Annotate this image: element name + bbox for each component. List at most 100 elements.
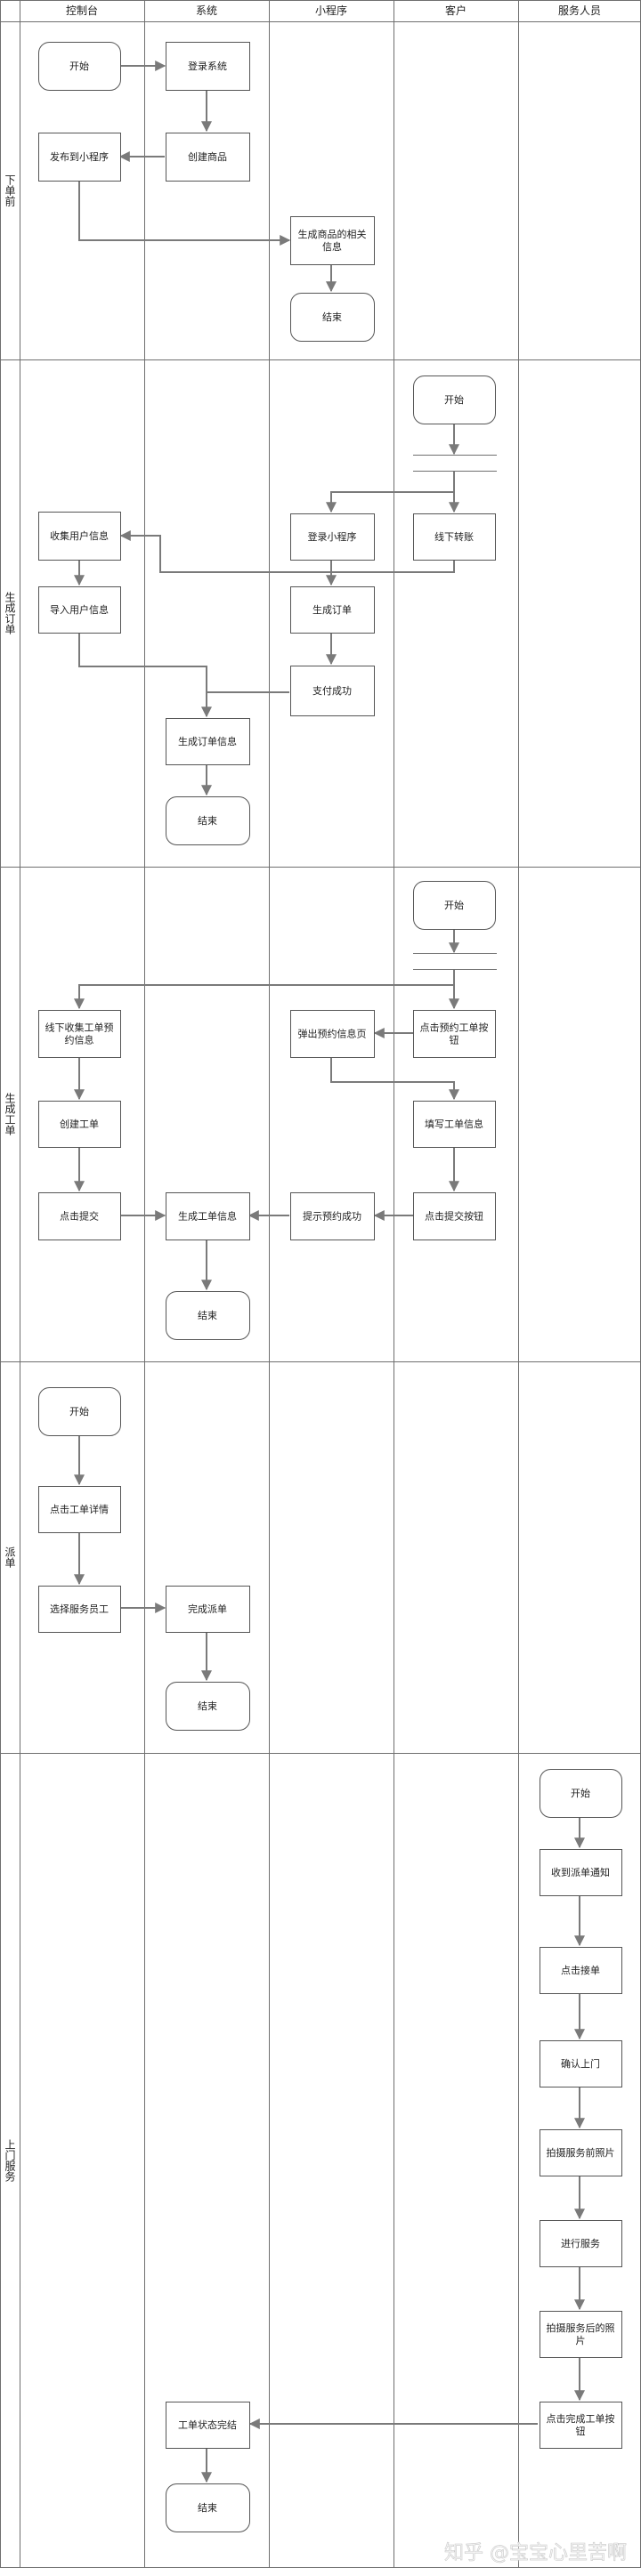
node-p1-import: 导入用户信息 bbox=[38, 586, 121, 634]
node-p4-service: 进行服务 bbox=[540, 2220, 622, 2267]
edge-p0-publish-gen bbox=[78, 181, 291, 246]
node-label: 开始 bbox=[444, 899, 464, 911]
node-box bbox=[290, 1192, 375, 1240]
node-box bbox=[166, 1682, 250, 1731]
node-box bbox=[38, 42, 121, 91]
node-p2-create: 创建工单 bbox=[38, 1101, 121, 1148]
node-label: 收集用户信息 bbox=[50, 529, 109, 542]
node-p2-tip: 提示预约成功 bbox=[290, 1192, 375, 1240]
node-p1-start: 开始 bbox=[413, 375, 496, 424]
node-label: 开始 bbox=[69, 60, 89, 72]
node-p0-start: 开始 bbox=[38, 42, 121, 91]
node-box bbox=[38, 133, 121, 182]
node-p1-offline: 线下转账 bbox=[413, 513, 496, 561]
lane-label-dispatch: 派单 bbox=[4, 1546, 16, 1569]
node-p2-end: 结束 bbox=[166, 1291, 250, 1340]
node-p4-photo1: 拍摄服务前照片 bbox=[540, 2129, 622, 2176]
column-header-miniprogram: 小程序 bbox=[315, 4, 347, 17]
node-box bbox=[166, 133, 250, 182]
lane-label-on-site-service: 上门服务 bbox=[4, 2139, 16, 2182]
node-p4-confirm: 确认上门 bbox=[540, 2040, 622, 2087]
column-header-console: 控制台 bbox=[66, 4, 98, 17]
node-label: 生成订单信息 bbox=[178, 735, 237, 747]
node-box bbox=[38, 1192, 121, 1240]
node-label: 生成订单 bbox=[312, 603, 352, 616]
node-label: 结束 bbox=[198, 1310, 217, 1321]
node-label: 拍摄服务前照片 bbox=[547, 2146, 615, 2159]
node-label: 选择服务员工 bbox=[50, 1603, 109, 1615]
lane-label-generate-order: 生成订单 bbox=[4, 592, 16, 635]
node-label: 开始 bbox=[69, 1405, 89, 1417]
watermark-text: 知乎 @宝宝心里苦啊 bbox=[444, 2542, 627, 2564]
node-label: 拍摄服务后的照片 bbox=[547, 2322, 615, 2346]
node-box bbox=[540, 2040, 622, 2087]
node-p3-done: 完成派单 bbox=[166, 1586, 250, 1633]
node-p0-publish: 发布到小程序 bbox=[38, 133, 121, 182]
node-p1-genorder: 生成订单 bbox=[290, 586, 375, 634]
node-p2-clicksubmit: 点击提交按钮 bbox=[413, 1192, 496, 1240]
node-box bbox=[290, 666, 375, 716]
node-label: 开始 bbox=[571, 1787, 590, 1799]
node-p0-gen: 生成商品的相关信息 bbox=[290, 216, 375, 265]
node-box bbox=[38, 1010, 121, 1058]
node-label: 生成工单信息 bbox=[178, 1210, 237, 1223]
node-box bbox=[166, 796, 250, 845]
node-label: 导入用户信息 bbox=[50, 603, 109, 616]
column-header-customer: 客户 bbox=[445, 4, 467, 17]
node-p4-photo2: 拍摄服务后的照片 bbox=[540, 2311, 622, 2358]
node-box bbox=[540, 2220, 622, 2267]
node-box bbox=[290, 1010, 375, 1058]
node-label: 点击提交按钮 bbox=[425, 1210, 483, 1223]
separator-marks bbox=[413, 455, 497, 970]
node-label: 完成派单 bbox=[188, 1603, 227, 1615]
node-box bbox=[38, 1101, 121, 1148]
edge-p1-branch-applogin bbox=[326, 472, 455, 513]
node-box bbox=[413, 375, 496, 424]
node-box bbox=[540, 2129, 622, 2176]
node-label: 提示预约成功 bbox=[303, 1211, 361, 1223]
node-box bbox=[166, 2402, 250, 2449]
node-box bbox=[540, 2402, 622, 2449]
edge-p2-branch-collect bbox=[74, 970, 455, 1010]
node-p2-collect: 线下收集工单预约信息 bbox=[38, 1010, 121, 1058]
node-box bbox=[413, 1010, 496, 1058]
node-label: 点击预约工单按钮 bbox=[420, 1022, 489, 1046]
node-label: 线下收集工单预约信息 bbox=[45, 1022, 114, 1046]
node-label: 登录系统 bbox=[188, 60, 227, 72]
node-box bbox=[290, 293, 375, 342]
node-box bbox=[166, 1291, 250, 1340]
node-box bbox=[540, 1947, 622, 1994]
node-box bbox=[540, 1769, 622, 1818]
svg-text:知乎 @宝宝心里苦啊: 知乎 @宝宝心里苦啊 bbox=[444, 2542, 627, 2564]
node-p2-geninfo: 生成工单信息 bbox=[166, 1192, 250, 1240]
node-p2-fill: 填写工单信息 bbox=[413, 1101, 496, 1148]
node-label: 点击提交 bbox=[60, 1210, 99, 1223]
edge-p1-offline-collect bbox=[119, 530, 455, 573]
node-label: 进行服务 bbox=[561, 2238, 600, 2249]
node-box bbox=[166, 1586, 250, 1633]
node-p1-orderinfo: 生成订单信息 bbox=[166, 718, 250, 765]
node-box bbox=[413, 1192, 496, 1240]
node-p4-accept: 点击接单 bbox=[540, 1947, 622, 1994]
node-p2-start: 开始 bbox=[413, 881, 496, 930]
node-p1-collect: 收集用户信息 bbox=[38, 512, 121, 561]
column-header-service-staff: 服务人员 bbox=[558, 4, 601, 17]
node-label: 结束 bbox=[322, 311, 342, 323]
node-label: 开始 bbox=[444, 393, 464, 406]
node-box bbox=[38, 512, 121, 561]
node-label: 填写工单信息 bbox=[425, 1118, 483, 1130]
node-box bbox=[540, 1849, 622, 1896]
node-p3-start: 开始 bbox=[38, 1387, 121, 1436]
flow-edges bbox=[74, 61, 585, 2483]
node-box bbox=[290, 586, 375, 634]
node-label: 创建工单 bbox=[60, 1118, 99, 1130]
node-p4-status: 工单状态完结 bbox=[166, 2402, 250, 2449]
node-label: 线下转账 bbox=[434, 530, 474, 543]
column-header-system: 系统 bbox=[196, 4, 217, 17]
node-label: 工单状态完结 bbox=[178, 2419, 237, 2431]
node-box bbox=[38, 1486, 121, 1533]
node-p2-popup: 弹出预约信息页 bbox=[290, 1010, 375, 1058]
node-box bbox=[290, 513, 375, 561]
node-label: 点击接单 bbox=[561, 1965, 600, 1976]
